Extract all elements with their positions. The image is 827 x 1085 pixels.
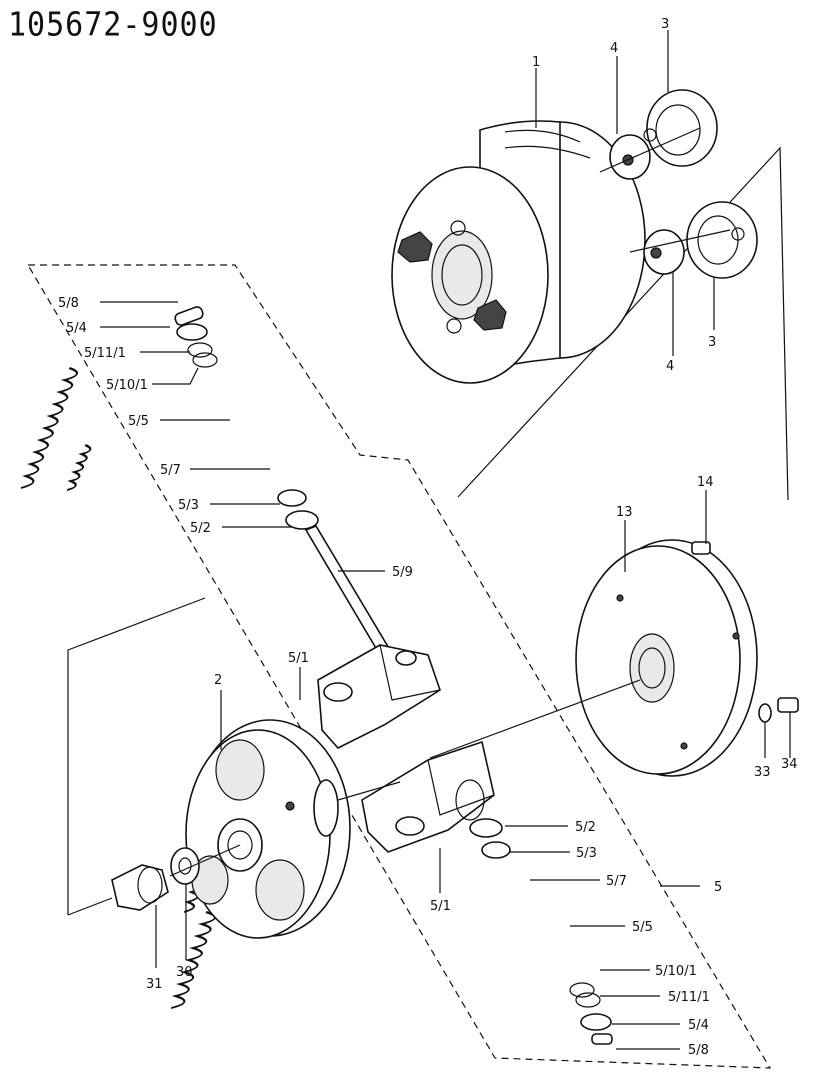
guide-block-part-5-1-lower	[361, 740, 495, 853]
callout-upper-5-5: 5/5	[128, 414, 149, 429]
callout-upper-5-4: 5/4	[66, 321, 87, 336]
callout-30: 30	[176, 965, 193, 980]
assembly-5-boundary	[26, 264, 772, 1069]
callout-lower-5-3: 5/3	[576, 846, 597, 861]
callout-4-upper: 4	[610, 41, 618, 56]
callout-upper-5-9: 5/9	[392, 565, 413, 580]
callout-upper-5-3: 5/3	[178, 498, 199, 513]
callout-lower-5-8: 5/8	[688, 1043, 709, 1058]
washer-part-30	[170, 847, 200, 885]
screw-part-14	[691, 541, 711, 555]
washer-part-33	[758, 703, 772, 723]
callout-lower-5-10-1: 5/10/1	[655, 964, 697, 979]
callout-13: 13	[616, 505, 633, 520]
assembly-axis-line-lower	[67, 597, 206, 915]
callout-lower-5-11-1: 5/11/1	[668, 990, 710, 1005]
callout-3-lower: 3	[708, 335, 716, 350]
bolt-part-34	[777, 697, 799, 713]
callout-2: 2	[214, 673, 222, 688]
drawing-number: 105672-9000	[8, 6, 218, 45]
callout-upper-5-1: 5/1	[288, 651, 309, 666]
callout-3-upper: 3	[661, 17, 669, 32]
callout-upper-5-11-1: 5/11/1	[84, 346, 126, 361]
callout-4-lower: 4	[666, 359, 674, 374]
spacer-disc-part-3-lower	[686, 201, 758, 279]
callout-33: 33	[754, 765, 771, 780]
callout-5: 5	[714, 880, 722, 895]
axis-part-3-4-lower	[629, 229, 731, 253]
cover-plate-part-13	[575, 539, 758, 777]
callout-upper-5-10-1: 5/10/1	[106, 378, 148, 393]
bushing-part-4-upper	[609, 134, 651, 180]
shaft-part-5-9	[304, 525, 392, 657]
axis-wheel-block	[337, 781, 401, 801]
nut-part-31	[111, 864, 169, 911]
callout-upper-5-8: 5/8	[58, 296, 79, 311]
drum-housing-part-1	[391, 120, 646, 384]
callout-34: 34	[781, 757, 798, 772]
callout-lower-5-1: 5/1	[430, 899, 451, 914]
axis-cover-plate	[429, 679, 641, 759]
upper-spring-stack	[20, 306, 319, 530]
callout-lower-5-7: 5/7	[606, 874, 627, 889]
wheel-part-2	[185, 719, 351, 939]
callout-upper-5-2: 5/2	[190, 521, 211, 536]
guide-block-part-5-1-upper	[317, 644, 441, 749]
callout-lower-5-4: 5/4	[688, 1018, 709, 1033]
callout-14: 14	[697, 475, 714, 490]
axis-washer	[169, 844, 241, 877]
callout-lower-5-2: 5/2	[575, 820, 596, 835]
axis-nut	[67, 897, 113, 916]
callout-lower-5-5: 5/5	[632, 920, 653, 935]
callout-31: 31	[146, 977, 163, 992]
axis-part-3-4-upper	[599, 127, 701, 173]
callout-upper-5-7: 5/7	[160, 463, 181, 478]
assembly-axis-line-upper	[457, 146, 789, 501]
callout-1: 1	[532, 55, 540, 70]
leader-lines	[100, 30, 791, 1050]
spacer-disc-part-3-upper	[643, 89, 718, 167]
bushing-part-4-lower	[643, 229, 685, 275]
